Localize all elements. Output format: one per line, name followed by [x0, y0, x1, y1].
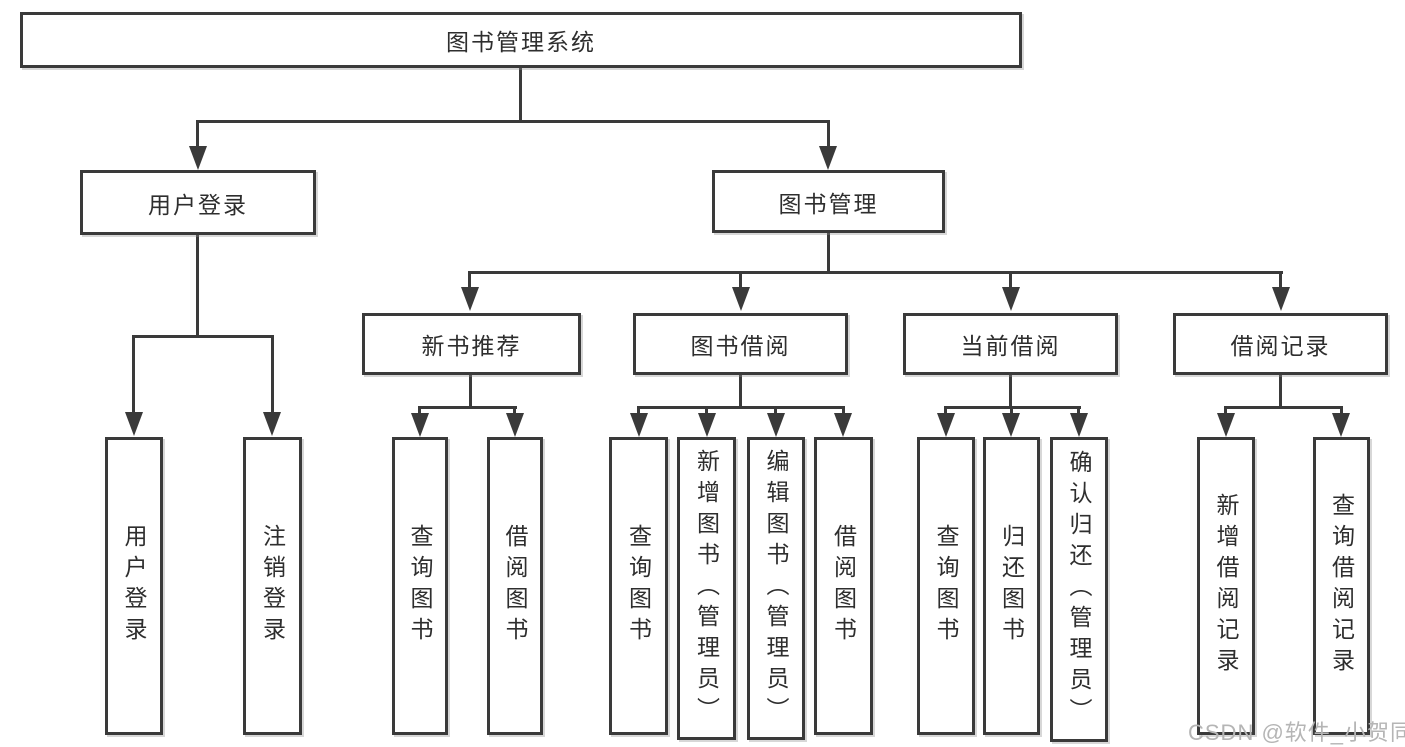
connector-line — [774, 406, 777, 415]
node-label: 当前借阅 — [960, 333, 1061, 359]
connector-line — [944, 406, 947, 415]
node-label: 图书管理 — [778, 190, 879, 217]
leaf-borrow-books: 借阅图书 — [814, 437, 873, 735]
connector-line — [637, 406, 640, 415]
connector-line — [842, 406, 845, 415]
connector-line — [1224, 406, 1227, 415]
node-new-book-recommend: 新书推荐 — [362, 313, 581, 375]
arrow-down-icon — [767, 413, 785, 437]
leaf-label: 编辑图书（管理员） — [763, 449, 789, 728]
connector-line — [469, 375, 472, 406]
leaf-query-books-current: 查询图书 — [917, 437, 975, 735]
connector-line — [1009, 375, 1012, 406]
csdn-watermark: CSDN @软件_小贺同学 — [1188, 720, 1405, 745]
node-label: 图书借阅 — [690, 333, 791, 359]
arrow-down-icon — [1002, 413, 1020, 437]
connector-line — [196, 120, 830, 123]
arrow-down-icon — [189, 146, 207, 170]
connector-line — [132, 335, 135, 414]
connector-line — [637, 406, 845, 409]
connector-line — [1279, 271, 1282, 288]
arrow-down-icon — [732, 287, 750, 311]
leaf-label: 借阅图书 — [502, 524, 528, 648]
arrow-down-icon — [411, 413, 429, 437]
connector-line — [196, 120, 199, 148]
leaf-label: 用户登录 — [121, 524, 147, 648]
arrow-down-icon — [698, 413, 716, 437]
connector-line — [132, 335, 274, 338]
connector-line — [271, 335, 274, 414]
node-user-login: 用户登录 — [80, 170, 316, 235]
arrow-down-icon — [506, 413, 524, 437]
arrow-down-icon — [937, 413, 955, 437]
leaf-query-books-recommend: 查询图书 — [392, 437, 448, 735]
leaf-query-borrow-record: 查询借阅记录 — [1313, 437, 1370, 735]
connector-line — [468, 271, 471, 288]
leaf-edit-book-admin: 编辑图书（管理员） — [747, 437, 805, 740]
connector-line — [827, 233, 830, 271]
arrow-down-icon — [1217, 413, 1235, 437]
arrow-down-icon — [1272, 287, 1290, 311]
node-book-management: 图书管理 — [712, 170, 945, 233]
leaf-label: 查询图书 — [625, 524, 652, 648]
leaf-borrow-books-recommend: 借阅图书 — [487, 437, 543, 735]
connector-line — [418, 406, 421, 415]
arrow-down-icon — [461, 287, 479, 311]
connector-line — [513, 406, 516, 415]
node-label: 新书推荐 — [421, 333, 522, 359]
arrow-down-icon — [1070, 413, 1088, 437]
leaf-label: 新增借阅记录 — [1213, 493, 1239, 679]
leaf-add-borrow-record: 新增借阅记录 — [1197, 437, 1255, 735]
connector-line — [519, 68, 522, 120]
leaf-label: 归还图书 — [998, 524, 1025, 648]
connector-line — [418, 406, 517, 409]
node-book-borrowing: 图书借阅 — [633, 313, 848, 375]
node-label: 借阅记录 — [1230, 333, 1331, 359]
leaf-label: 注销登录 — [259, 524, 286, 648]
node-label: 图书管理系统 — [446, 29, 596, 55]
leaf-label: 新增图书（管理员） — [693, 449, 720, 728]
arrow-down-icon — [263, 412, 281, 436]
leaf-confirm-return-admin: 确认归还（管理员） — [1050, 437, 1108, 742]
node-label: 用户登录 — [148, 191, 248, 218]
connector-line — [1340, 406, 1343, 415]
leaf-query-books-borrowing: 查询图书 — [609, 437, 668, 735]
connector-line — [1010, 406, 1013, 415]
arrow-down-icon — [819, 146, 837, 170]
leaf-label: 借阅图书 — [830, 524, 857, 648]
node-current-borrowing: 当前借阅 — [903, 313, 1118, 375]
arrow-down-icon — [1332, 413, 1350, 437]
leaf-add-book-admin: 新增图书（管理员） — [677, 437, 736, 740]
leaf-logout: 注销登录 — [243, 437, 302, 735]
leaf-label: 查询图书 — [933, 524, 959, 648]
leaf-return-books: 归还图书 — [983, 437, 1040, 735]
leaf-label: 查询借阅记录 — [1328, 493, 1355, 679]
leaf-label: 确认归还（管理员） — [1066, 450, 1092, 729]
connector-line — [468, 271, 1283, 274]
arrow-down-icon — [1002, 287, 1020, 311]
connector-line — [1009, 271, 1012, 288]
connector-line — [1077, 406, 1080, 415]
connector-line — [196, 235, 199, 335]
connector-line — [739, 375, 742, 406]
node-borrowing-records: 借阅记录 — [1173, 313, 1388, 375]
connector-line — [739, 271, 742, 288]
leaf-label: 查询图书 — [407, 524, 433, 648]
arrow-down-icon — [834, 413, 852, 437]
connector-line — [1224, 406, 1343, 409]
arrow-down-icon — [125, 412, 143, 436]
connector-line — [1279, 375, 1282, 406]
leaf-user-login: 用户登录 — [105, 437, 163, 735]
connector-line — [705, 406, 708, 415]
node-library-management-system: 图书管理系统 — [20, 12, 1022, 68]
arrow-down-icon — [630, 413, 648, 437]
connector-line — [827, 120, 830, 148]
